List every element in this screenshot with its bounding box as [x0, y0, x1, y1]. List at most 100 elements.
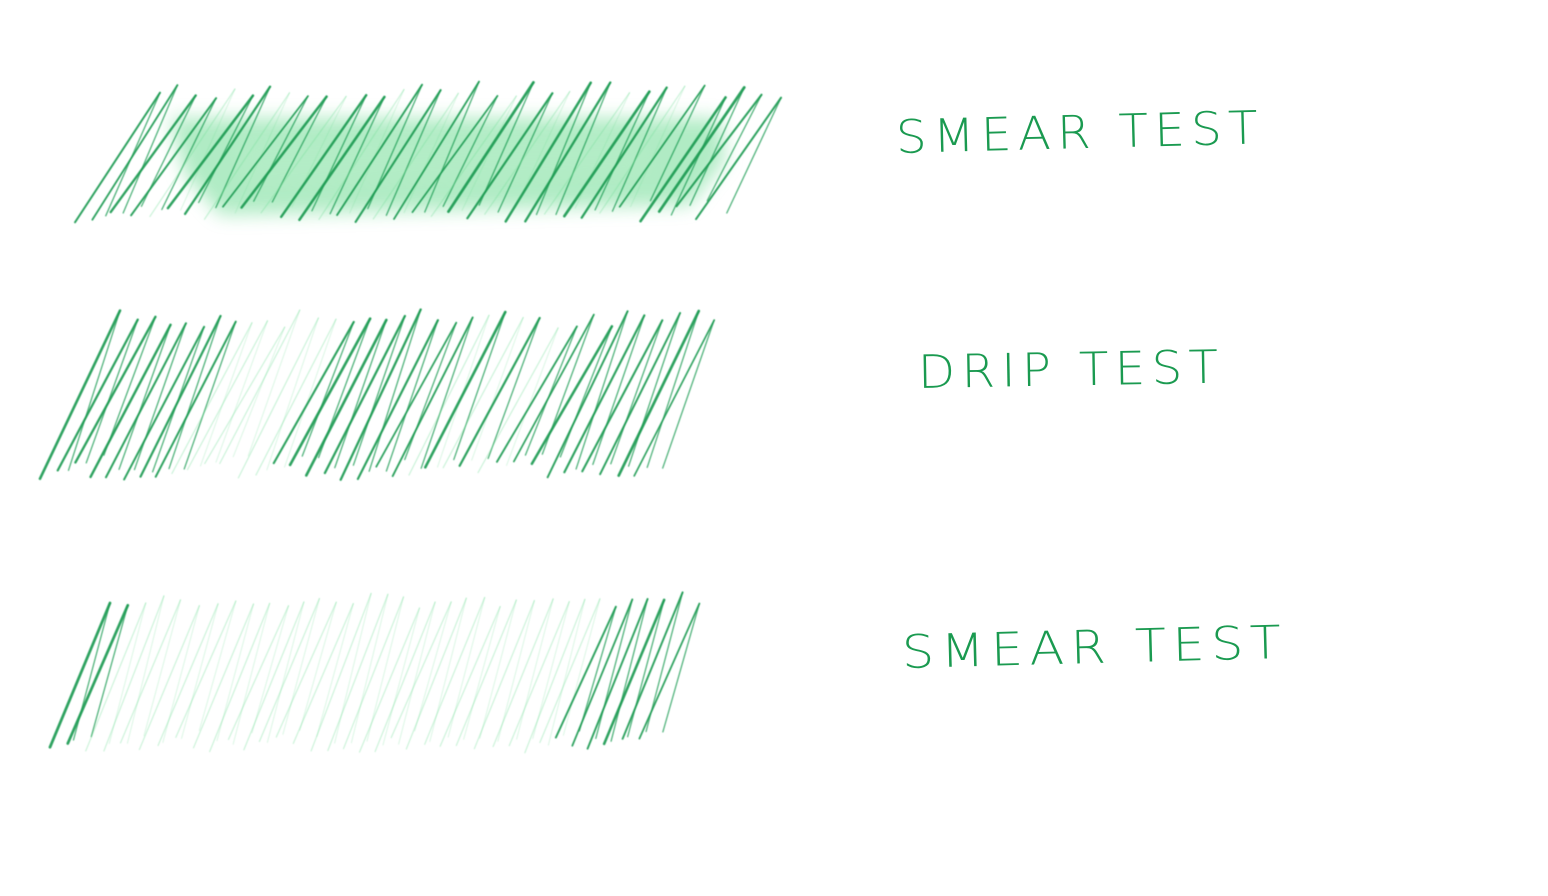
ink-stroke [617, 309, 701, 477]
ink-stroke [198, 600, 237, 732]
ink-stroke [247, 309, 301, 457]
ink-stroke [455, 599, 517, 747]
ink-stroke [646, 310, 700, 468]
ink-stroke [356, 319, 439, 481]
ink-stroke [414, 601, 452, 732]
ink-stroke [181, 603, 219, 739]
ink-stroke [266, 601, 305, 743]
ink-stroke [243, 601, 305, 751]
ink-stroke [74, 91, 161, 224]
ink-stroke [198, 94, 254, 204]
ink-stroke [186, 320, 269, 471]
ink-stroke [232, 326, 286, 458]
ink-stroke [516, 598, 554, 740]
ink-stroke [266, 317, 319, 471]
ink-stroke [255, 318, 337, 476]
ink-stroke [506, 327, 559, 466]
ink-stroke [618, 84, 706, 208]
smear-test-label-bottom: SMEAR TEST [901, 614, 1289, 679]
ink-stroke [439, 605, 501, 747]
ink-stroke [118, 324, 172, 470]
ink-stroke [374, 601, 436, 753]
ink-stroke [215, 86, 271, 209]
ink-stroke [258, 597, 321, 743]
ink-stroke [524, 325, 578, 456]
ink-stroke [227, 605, 290, 740]
ink-stroke [74, 315, 157, 464]
ink-stroke [298, 95, 386, 222]
ink-stroke [391, 316, 474, 478]
ink-stroke [424, 596, 486, 745]
ink-stroke [90, 604, 129, 738]
ink-stroke [203, 92, 291, 220]
ink-stroke [430, 95, 517, 218]
ink-stroke [301, 321, 355, 457]
ink-stroke [103, 316, 157, 456]
ink-stroke [251, 605, 289, 734]
ink-stroke [192, 603, 255, 749]
ink-stroke [442, 95, 499, 207]
ink-stroke [123, 325, 206, 481]
ink-stroke [578, 606, 617, 732]
ink-stroke [91, 84, 179, 221]
ink-stroke [546, 310, 629, 479]
ink-stroke [385, 89, 442, 216]
ink-stroke [222, 95, 309, 208]
ink-stroke [272, 320, 355, 465]
ink-stroke [368, 308, 422, 472]
ink-stroke [253, 95, 309, 202]
ink-stroke [354, 89, 442, 223]
ink-stroke [599, 85, 686, 214]
smear-test-label-top: SMEAR TEST [895, 100, 1265, 164]
ink-stroke [323, 314, 407, 475]
ink-stroke [621, 591, 684, 740]
ink-stroke [411, 95, 499, 213]
ink-stroke [89, 323, 172, 479]
ink-stroke [442, 316, 524, 469]
ink-stroke [639, 96, 727, 223]
ink-stroke [299, 601, 337, 731]
ink-stroke [554, 605, 617, 739]
ink-stroke [393, 80, 480, 220]
ink-stroke [143, 599, 181, 737]
ink-stroke [390, 601, 452, 739]
ink-stroke [695, 96, 783, 221]
ink-stroke [610, 319, 663, 465]
ink-stroke [562, 90, 651, 218]
ink-stroke [85, 602, 147, 752]
ink-stroke [512, 313, 595, 463]
ink-stroke [122, 84, 179, 214]
ink-stroke [349, 89, 405, 214]
ink-stroke [334, 592, 372, 744]
ink-stroke [149, 88, 236, 218]
ink-stroke [375, 321, 458, 468]
ink-stroke [630, 85, 686, 208]
ink-stroke [119, 599, 182, 744]
ink-stroke [405, 597, 467, 750]
ink-stroke [310, 592, 372, 752]
ink-stroke [497, 92, 554, 213]
ink-stroke [575, 310, 629, 470]
ink-stroke [304, 318, 388, 477]
ink-stroke [234, 92, 290, 214]
ink-stroke [424, 80, 480, 213]
ink-stroke [580, 86, 668, 219]
ink-stroke [85, 319, 139, 464]
ink-stroke [633, 319, 716, 477]
ink-stroke [479, 599, 517, 739]
ink-stroke [358, 607, 421, 753]
smear-swatch-bottom [48, 591, 701, 754]
ink-stroke [478, 81, 535, 206]
ink-stroke [477, 327, 559, 474]
ink-stroke [138, 605, 200, 751]
ink-stroke [453, 311, 506, 461]
ink-stroke [382, 607, 421, 746]
ink-stroke [555, 81, 611, 216]
ink-stroke [429, 597, 467, 742]
ink-stroke [168, 315, 222, 470]
ink-stroke [318, 88, 405, 220]
ink-stroke [497, 600, 535, 742]
ink-stroke [342, 596, 405, 750]
ink-stroke [336, 83, 424, 216]
smear-swatch-top [74, 80, 783, 224]
